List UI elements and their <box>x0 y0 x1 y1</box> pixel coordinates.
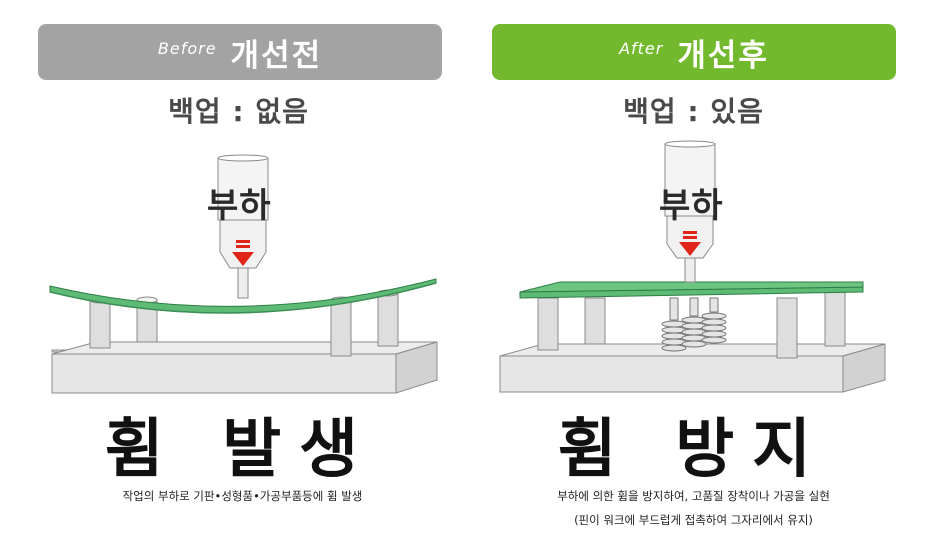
before-tag-en: Before <box>157 38 217 58</box>
before-load-label: 부하 <box>207 186 272 226</box>
support-post <box>537 297 559 351</box>
after-banner: After 개선후 <box>492 24 896 80</box>
before-result: 휨 발생 <box>105 413 376 487</box>
before-banner: Before 개선전 <box>38 24 442 80</box>
flat-plate-top <box>519 281 864 293</box>
after-tag-en: After <box>619 38 664 58</box>
after-illustration <box>499 140 886 393</box>
support-post <box>330 296 352 357</box>
support-post <box>89 296 111 349</box>
load-arrow-icon <box>232 240 254 266</box>
support-post <box>377 289 399 347</box>
support-post <box>136 296 158 343</box>
base-block-side <box>395 341 438 394</box>
support-post <box>584 297 606 345</box>
after-load-label: 부하 <box>659 186 724 226</box>
press-head <box>217 154 269 299</box>
before-panel: Before 개선전 백업 : 없음 <box>38 24 442 503</box>
support-post <box>824 291 846 347</box>
base-block-front <box>499 355 844 393</box>
base-block-front <box>51 353 397 394</box>
before-backup-label: 백업 : 없음 <box>168 95 309 128</box>
after-description-line2: (핀이 워크에 부드럽게 접촉하여 그자리에서 유지) <box>574 513 813 527</box>
load-arrow-icon <box>679 231 701 256</box>
backup-pin-spring <box>661 297 687 352</box>
backup-pin-spring <box>681 297 707 348</box>
after-panel: After 개선후 백업 : 있음 <box>465 0 930 544</box>
after-backup-label: 백업 : 있음 <box>623 95 764 128</box>
before-illustration <box>49 154 438 394</box>
after-tag-ko: 개선후 <box>677 37 769 74</box>
bent-plate-edge <box>49 282 437 314</box>
before-description: 작업의 부하로 기판•성형품•가공부품등에 휨 발생 <box>122 489 363 503</box>
support-post <box>776 297 798 359</box>
base-block-side <box>842 343 886 393</box>
backup-pin-spring <box>701 297 727 344</box>
after-description-line1: 부하에 의한 휨을 방지하여, 고품질 장착이나 가공을 실현 <box>557 489 830 503</box>
after-result: 휨 방지 <box>558 413 829 487</box>
before-tag-ko: 개선전 <box>230 37 323 74</box>
